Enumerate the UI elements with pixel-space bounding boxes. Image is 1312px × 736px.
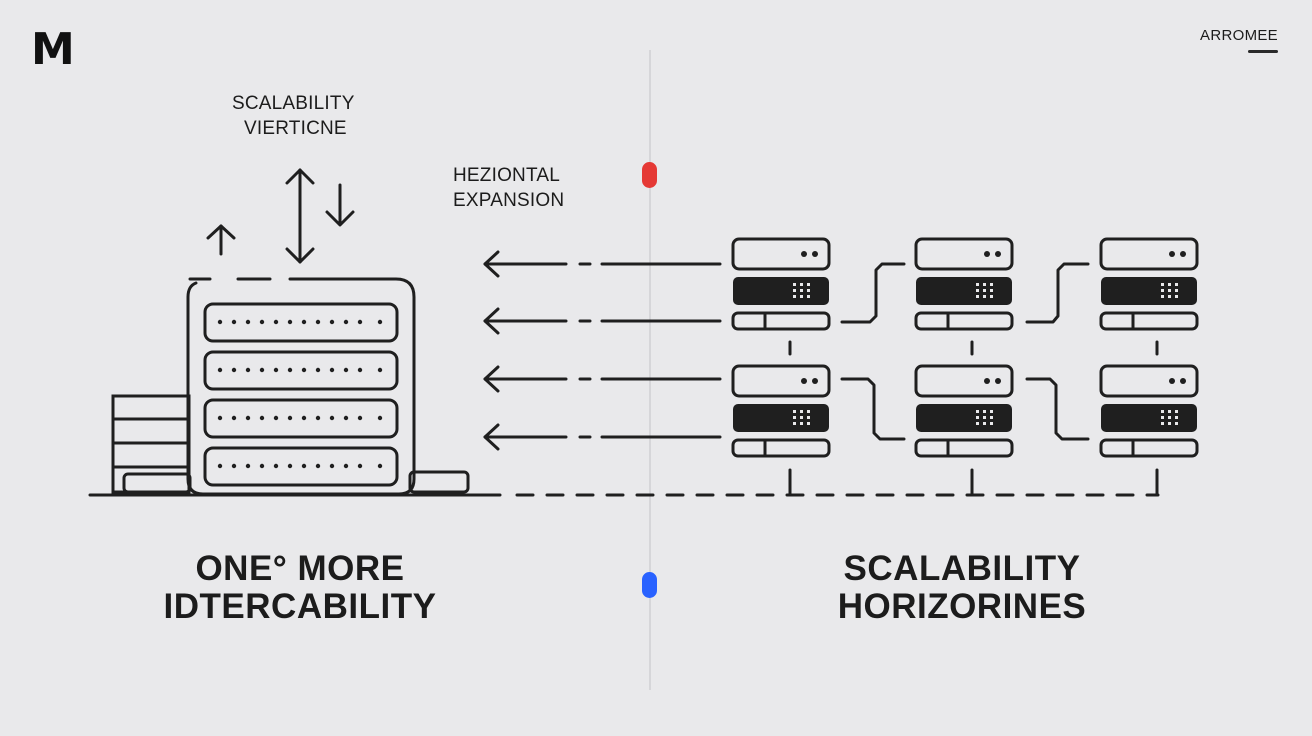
vertical-scaling-label: SCALABILITY VIERTICNE bbox=[232, 91, 355, 141]
red-indicator bbox=[642, 162, 657, 188]
down-arrow-icon bbox=[325, 183, 355, 227]
logo-letter: M bbox=[31, 24, 75, 75]
server-rack-icon bbox=[111, 277, 470, 496]
right-footer-line2: HORIZORINES bbox=[837, 587, 1087, 626]
node-connectors bbox=[788, 262, 1159, 496]
left-footer-line2: IDTERCABILITY bbox=[163, 587, 437, 626]
right-footer-title: SCALABILITY HORIZORINES bbox=[812, 550, 1112, 626]
top-right-underline bbox=[1248, 50, 1278, 53]
left-arrow-icon bbox=[483, 250, 722, 451]
blue-indicator bbox=[642, 572, 657, 598]
vertical-label-line1: SCALABILITY bbox=[232, 93, 355, 114]
logo-m-icon: M bbox=[31, 24, 75, 75]
top-right-text: ARROMEE bbox=[1200, 27, 1278, 44]
server-node-icon bbox=[731, 237, 1199, 458]
right-footer-line1: SCALABILITY bbox=[843, 549, 1081, 588]
server-rack-leds bbox=[217, 319, 383, 469]
double-arrow-icon bbox=[285, 168, 315, 264]
up-arrow-icon bbox=[206, 224, 236, 256]
left-footer-title: ONE° MORE IDTERCABILITY bbox=[150, 550, 450, 626]
horizontal-label-line1: HEZIONTAL bbox=[453, 165, 561, 186]
top-right-brand: ARROMEE bbox=[1200, 27, 1278, 53]
vertical-label-line2: VIERTICNE bbox=[244, 118, 347, 139]
horizontal-expansion-label: HEZIONTAL EXPANSION bbox=[453, 163, 564, 213]
left-footer-line1: ONE° MORE bbox=[195, 549, 405, 588]
horizontal-label-line2: EXPANSION bbox=[453, 190, 565, 211]
